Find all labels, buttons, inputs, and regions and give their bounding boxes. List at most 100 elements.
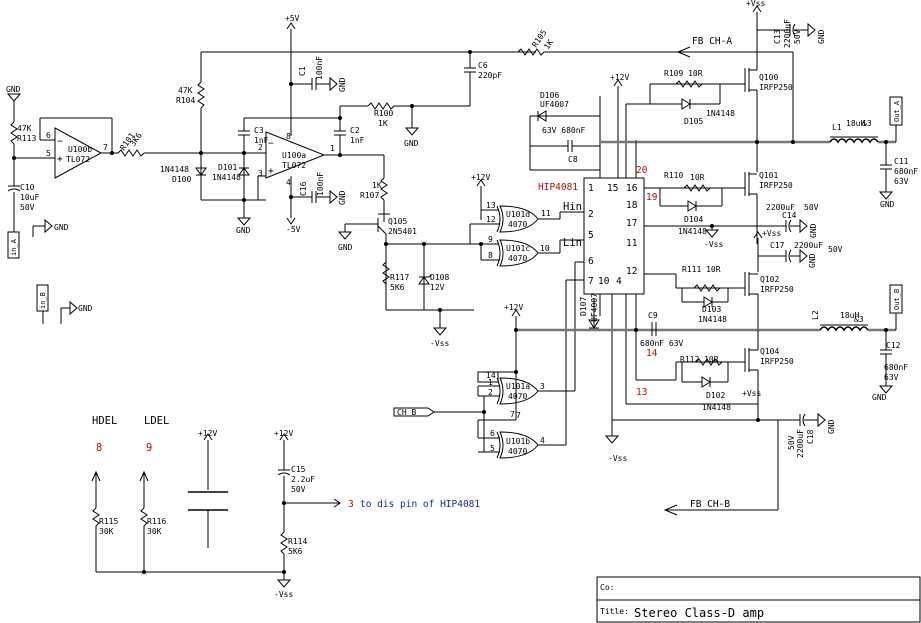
resistor-r112: R112 10R <box>680 355 723 366</box>
svg-text:10uF: 10uF <box>20 193 39 202</box>
svg-text:63V: 63V <box>894 177 909 186</box>
input-section: GND 47K R113 C10 10uF 50V in_A <box>6 85 201 324</box>
svg-text:Stereo Class-D amp: Stereo Class-D amp <box>634 606 764 620</box>
transistor-q105: Q105 2N5401 <box>345 213 417 310</box>
capacitor-c17: C17 2200uF 50V GND <box>770 241 843 268</box>
svg-text:R111 10R: R111 10R <box>682 265 721 274</box>
svg-text:U100b: U100b <box>68 145 92 154</box>
svg-text:Lin: Lin <box>563 237 582 249</box>
svg-text:+Vss: +Vss <box>742 389 761 398</box>
svg-text:16: 16 <box>626 183 638 194</box>
svg-text:4: 4 <box>616 276 622 287</box>
capacitor-c3: C3 1nF <box>238 118 269 153</box>
svg-text:IRFP250: IRFP250 <box>759 181 793 190</box>
svg-text:U101c: U101c <box>506 244 530 253</box>
svg-text:5: 5 <box>46 149 51 158</box>
capacitor-c14: 2200uF 50V C14 GND <box>757 203 819 238</box>
resistor-r101: R101 3K6 <box>117 131 201 157</box>
svg-text:680nF 63V: 680nF 63V <box>640 339 684 348</box>
svg-text:3: 3 <box>540 382 545 391</box>
svg-text:+12V: +12V <box>504 303 523 312</box>
svg-text:1K: 1K <box>372 181 382 190</box>
svg-text:7: 7 <box>510 410 515 419</box>
supply-neg-vss: -Vss <box>430 327 449 348</box>
inductor-l1: L1 18uH &3 <box>829 119 879 144</box>
svg-text:C17: C17 <box>770 241 785 250</box>
svg-text:IRFP250: IRFP250 <box>760 357 794 366</box>
input-a-connector: in_A <box>7 231 20 259</box>
svg-text:12: 12 <box>626 266 637 277</box>
svg-text:12: 12 <box>486 215 496 224</box>
svg-text:50V: 50V <box>828 245 843 254</box>
svg-text:10: 10 <box>598 276 610 287</box>
resistor-r116: R116 30K <box>139 470 166 572</box>
svg-text:+12V: +12V <box>198 429 217 438</box>
svg-text:U101a: U101a <box>506 382 530 391</box>
modulator-section: 47K R104 1N4148 D100 D101 1N4148 GND <box>160 14 793 348</box>
svg-text:Q100: Q100 <box>759 73 778 82</box>
svg-text:11: 11 <box>626 238 638 249</box>
svg-text:D102: D102 <box>706 391 725 400</box>
resistor-r110: R110 10R <box>664 171 711 192</box>
feedback-chb-arrow: FB CH-B <box>663 420 779 516</box>
gnd-symbol: GND <box>404 127 420 148</box>
svg-text:HIP4081: HIP4081 <box>538 182 578 193</box>
gate-u101b: 6 5 7 4 U101b 4070 <box>477 411 566 459</box>
svg-text:50V: 50V <box>291 485 306 494</box>
svg-text:GND: GND <box>880 200 895 209</box>
svg-text:+12V: +12V <box>610 73 629 82</box>
resistor-r111: R111 10R <box>682 265 721 292</box>
svg-text:Q102: Q102 <box>760 275 779 284</box>
dis-pin-note: 3 to dis pin of HIP4081 <box>333 498 480 510</box>
svg-text:2N5401: 2N5401 <box>388 227 417 236</box>
svg-text:15: 15 <box>607 183 618 194</box>
svg-text:GND: GND <box>338 77 347 92</box>
gnd-symbol: GND <box>60 300 93 324</box>
gate-u101d: 13 12 11 U101d 4070 <box>481 201 560 233</box>
svg-text:20: 20 <box>636 165 648 176</box>
svg-text:GND: GND <box>404 139 419 148</box>
svg-text:GND: GND <box>808 253 817 268</box>
opamp-u100b: − + 6 5 7 U100b TL072 <box>39 117 118 179</box>
svg-text:GND: GND <box>827 419 836 434</box>
svg-text:13: 13 <box>636 387 647 398</box>
svg-text:50V: 50V <box>20 203 35 212</box>
svg-text:17: 17 <box>626 218 637 229</box>
svg-text:UF4007: UF4007 <box>590 293 599 322</box>
svg-text:12V: 12V <box>430 283 445 292</box>
svg-text:7: 7 <box>516 411 521 420</box>
svg-text:GND: GND <box>6 85 21 94</box>
svg-text:&3: &3 <box>862 119 872 128</box>
svg-text:+Vss: +Vss <box>746 0 765 8</box>
svg-text:C11: C11 <box>894 157 909 166</box>
svg-text:18uH: 18uH <box>840 311 859 320</box>
svg-text:6: 6 <box>46 131 51 140</box>
supply-vss: +Vss <box>746 0 790 70</box>
mosfet-q100: Q100 IRFP250 <box>725 68 793 142</box>
svg-text:2.2uF: 2.2uF <box>291 475 315 484</box>
svg-text:R117: R117 <box>390 273 409 282</box>
supply-minus5v: -5V <box>286 176 312 234</box>
svg-text:in_B: in_B <box>39 292 47 309</box>
svg-text:D101: D101 <box>218 163 237 172</box>
gnd-symbol: GND <box>337 231 353 252</box>
svg-text:-Vss: -Vss <box>274 590 293 599</box>
resistor-r107: 1K R107 <box>360 177 388 201</box>
svg-text:R112 10R: R112 10R <box>680 355 719 364</box>
svg-text:GND: GND <box>78 304 93 313</box>
diode-d101: D101 1N4148 <box>212 153 250 200</box>
inductor-l2: L2 18uH &3 <box>811 310 869 332</box>
svg-text:−: − <box>57 136 63 147</box>
svg-text:R107: R107 <box>360 191 379 200</box>
supply-plus12v: +12V <box>471 173 490 220</box>
decoupling-capacitor <box>188 491 228 548</box>
svg-text:CH B: CH B <box>397 408 416 417</box>
svg-text:9: 9 <box>488 235 493 244</box>
svg-text:GND: GND <box>872 393 887 402</box>
svg-text:TL072: TL072 <box>66 155 90 164</box>
svg-text:GND: GND <box>809 223 818 238</box>
logic-section: +12V 13 12 11 U101d 4070 9 8 10 U101c <box>393 173 584 459</box>
svg-text:680nF: 680nF <box>894 167 918 176</box>
svg-text:+: + <box>268 166 274 177</box>
supply-vss: +Vss <box>753 229 786 272</box>
